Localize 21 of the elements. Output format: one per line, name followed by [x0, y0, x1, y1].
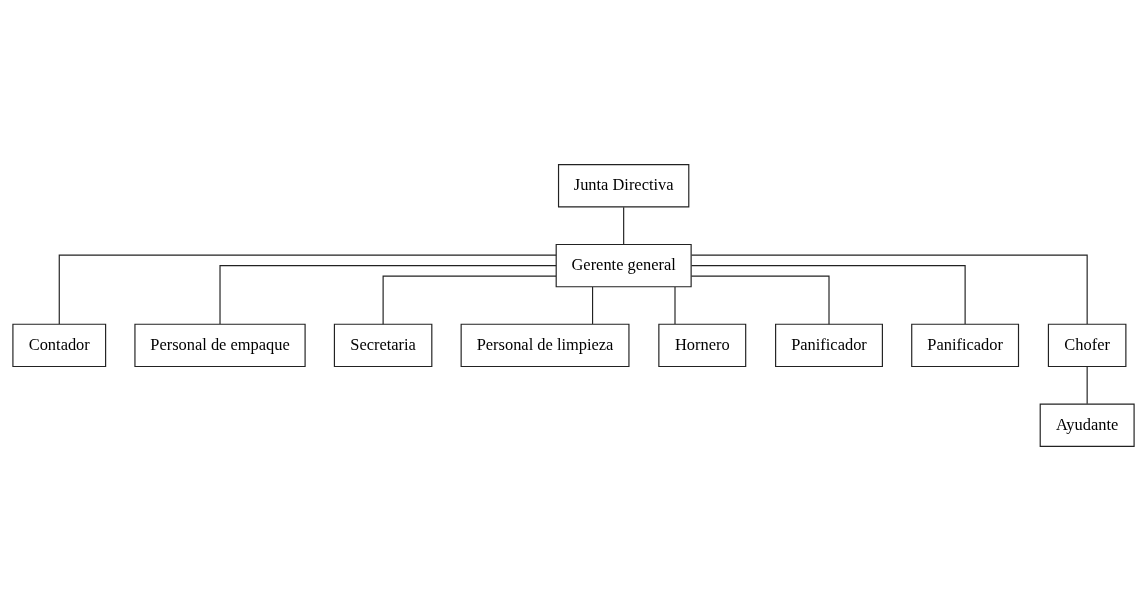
- connector: [690, 265, 966, 325]
- node-box: Gerente general: [555, 243, 692, 288]
- node-box: Panificador: [775, 323, 883, 368]
- connector: [592, 286, 594, 325]
- node-box: Junta Directiva: [557, 164, 690, 208]
- node-box: Secretaria: [333, 323, 433, 368]
- node-box: Personal de limpieza: [460, 323, 630, 368]
- connector: [58, 254, 557, 325]
- node-box: Chofer: [1047, 323, 1127, 368]
- connector: [690, 275, 830, 325]
- connector: [690, 254, 1088, 325]
- node-box: Ayudante: [1039, 403, 1135, 447]
- node-box: Personal de empaque: [134, 323, 306, 368]
- node-box: Hornero: [658, 323, 747, 368]
- connector: [1086, 366, 1088, 405]
- connector: [674, 286, 676, 325]
- node-box: Contador: [12, 323, 107, 368]
- connector: [219, 265, 557, 325]
- node-box: Panificador: [911, 323, 1020, 368]
- connector: [623, 206, 625, 245]
- connector: [382, 275, 557, 325]
